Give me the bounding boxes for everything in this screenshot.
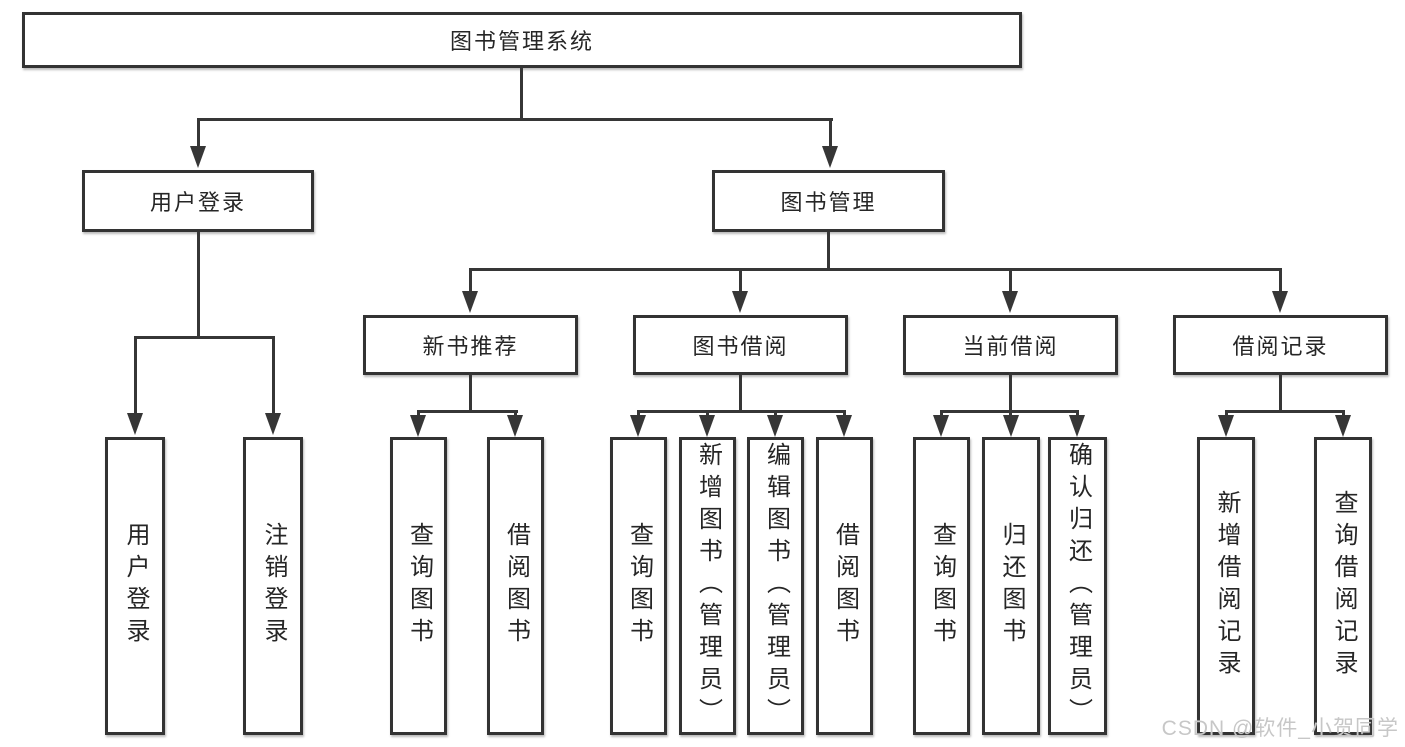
connector-user-leaf1-drop [134,336,137,413]
leaf-label: 新增图书（管理员） [694,442,722,730]
leaf-current-return-book: 归还图书 [982,437,1040,735]
leaf-borrow-query-book: 查询图书 [610,437,667,735]
leaf-borrow-borrow-book: 借阅图书 [816,437,873,735]
leaf-newbook-borrow-book: 借阅图书 [487,437,544,735]
node-book-management: 图书管理 [712,170,945,232]
connector-mgmt-drop [829,118,832,148]
node-library-system: 图书管理系统 [22,12,1022,68]
connector-l3-drop [469,268,472,293]
connector-l3-drop [739,268,742,293]
arrow-down-icon [507,415,523,437]
connector-leaf-drop [1225,410,1228,416]
arrow-down-icon [1218,415,1234,437]
arrow-down-icon [127,413,143,435]
leaf-label: 归还图书 [998,522,1025,650]
arrow-down-icon [1069,415,1085,437]
node-book-borrow: 图书借阅 [633,315,848,375]
connector-record-bus [1225,410,1344,413]
connector-mgmt-stem [827,232,830,268]
node-label: 用户登录 [149,190,246,215]
node-label: 借阅记录 [1232,334,1329,359]
arrow-down-icon [630,415,646,437]
connector-leaf-drop [514,410,517,416]
arrow-down-icon [732,291,748,313]
leaf-label: 用户登录 [122,522,149,650]
arrow-down-icon [462,291,478,313]
leaf-current-query-book: 查询图书 [913,437,970,735]
connector-leaf-drop [637,410,640,416]
connector-user-drop [197,118,200,148]
leaf-label: 编辑图书（管理员） [762,442,790,730]
connector-leaf-drop [417,410,420,416]
arrow-down-icon [1335,415,1351,437]
node-label: 图书管理 [780,190,877,215]
connector-root-stem [520,68,523,118]
arrow-down-icon [933,415,949,437]
leaf-borrow-add-book-admin: 新增图书（管理员） [679,437,736,735]
node-label: 图书管理系统 [449,29,594,54]
node-label: 图书借阅 [692,334,789,359]
leaf-label: 查询图书 [928,522,956,650]
connector-current-stem [1009,375,1012,410]
connector-leaf-drop [1342,410,1345,416]
watermark: CSDN @软件_小贺同学 [1161,717,1399,740]
arrow-down-icon [1003,415,1019,437]
leaf-record-query: 查询借阅记录 [1314,437,1372,735]
connector-leaf-drop [1009,410,1012,416]
arrow-down-icon [1272,291,1288,313]
connector-newbook-stem [469,375,472,410]
arrow-down-icon [410,415,426,437]
leaf-label: 借阅图书 [831,522,859,650]
node-borrow-records: 借阅记录 [1173,315,1388,375]
leaf-current-confirm-return-admin: 确认归还（管理员） [1048,437,1107,735]
connector-record-stem [1279,375,1282,410]
connector-user-stem [197,232,200,336]
arrow-down-icon [836,415,852,437]
leaf-borrow-edit-book-admin: 编辑图书（管理员） [747,437,804,735]
node-user-login: 用户登录 [82,170,314,232]
arrow-down-icon [265,413,281,435]
connector-user-leaf2-drop [272,336,275,413]
leaf-label: 查询图书 [405,522,433,650]
leaf-label: 查询借阅记录 [1330,490,1357,682]
node-new-book-recommend: 新书推荐 [363,315,578,375]
leaf-label: 查询图书 [625,522,653,650]
leaf-label: 借阅图书 [502,522,530,650]
connector-newbook-bus [417,410,518,413]
arrow-down-icon [190,146,206,168]
leaf-label: 确认归还（管理员） [1064,442,1092,730]
connector-leaf-drop [843,410,846,416]
connector-leaf-drop [774,410,777,416]
connector-root-bus [197,118,833,121]
leaf-newbook-query-book: 查询图书 [390,437,447,735]
node-current-borrow: 当前借阅 [903,315,1118,375]
node-label: 新书推荐 [422,334,519,359]
leaf-logout: 注销登录 [243,437,303,735]
connector-leaf-drop [940,410,943,416]
leaf-record-add: 新增借阅记录 [1197,437,1255,735]
connector-l3-drop [1279,268,1282,293]
connector-mgmt-bus [469,268,1282,271]
arrow-down-icon [767,415,783,437]
connector-borrow-stem [739,375,742,410]
connector-borrow-bus [637,410,846,413]
node-label: 当前借阅 [962,334,1059,359]
leaf-label: 注销登录 [260,522,287,650]
connector-user-bus [134,336,275,339]
connector-leaf-drop [1076,410,1079,416]
leaf-label: 新增借阅记录 [1213,490,1240,682]
leaf-user-login: 用户登录 [105,437,165,735]
connector-leaf-drop [706,410,709,416]
arrow-down-icon [822,146,838,168]
connector-l3-drop [1009,268,1012,293]
arrow-down-icon [1002,291,1018,313]
arrow-down-icon [699,415,715,437]
